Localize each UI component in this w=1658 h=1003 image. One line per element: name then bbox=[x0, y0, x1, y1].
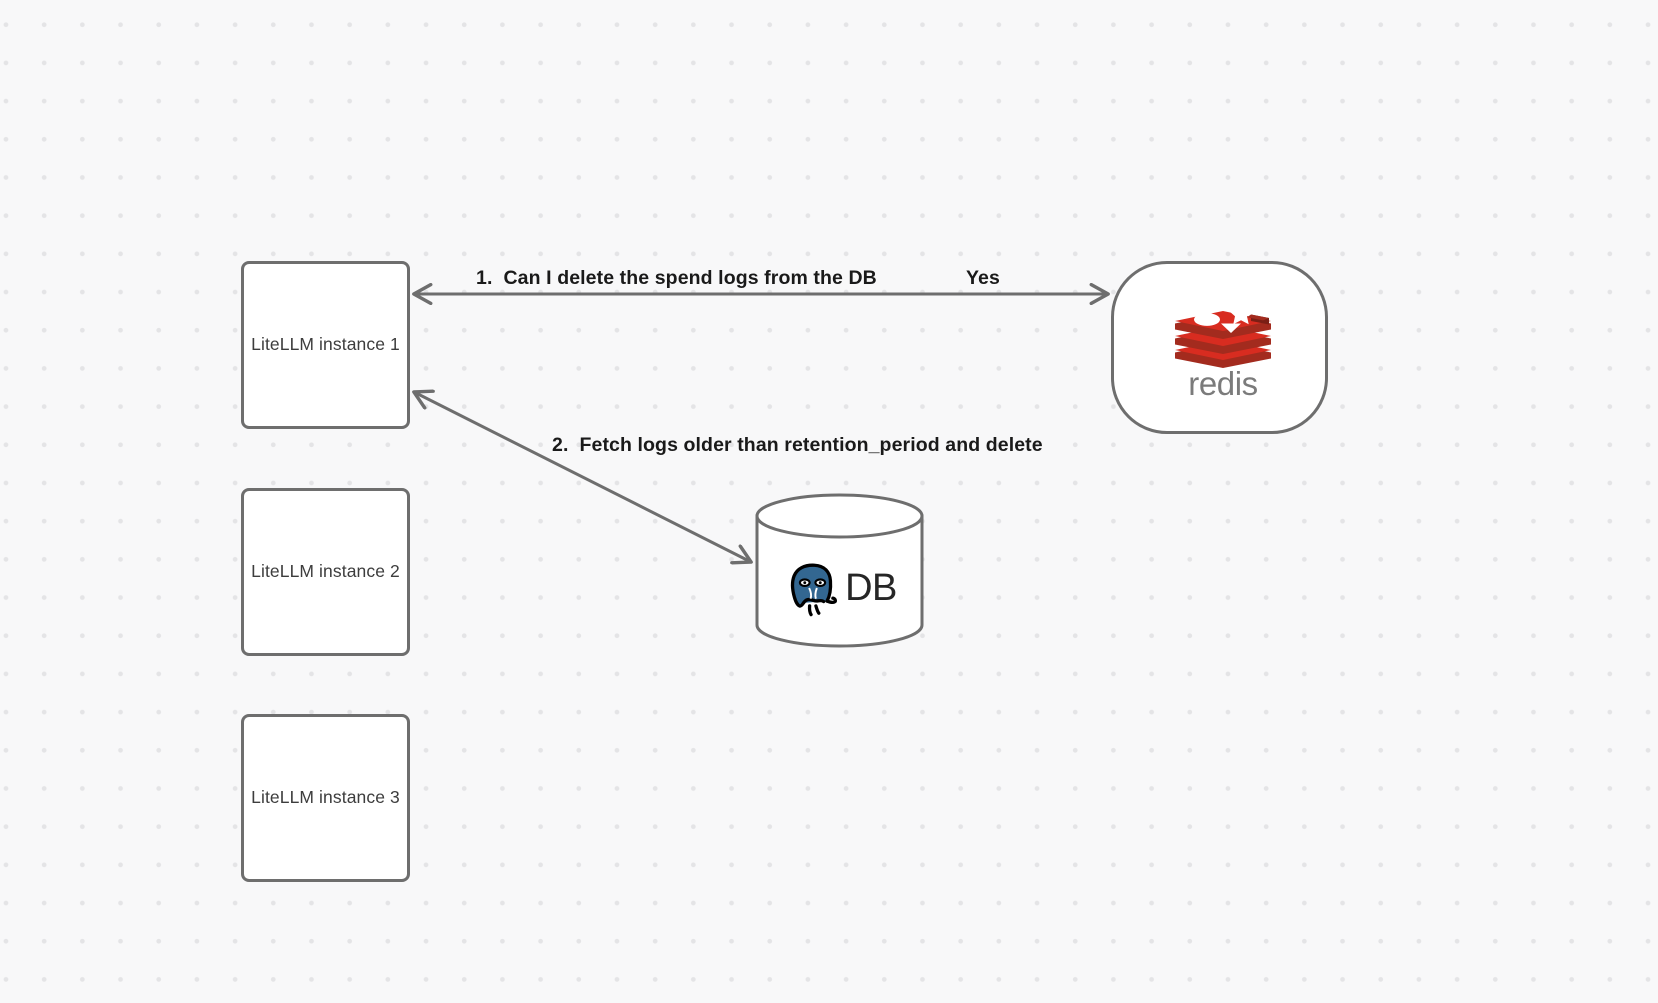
node-redis[interactable]: redis bbox=[1111, 261, 1328, 434]
postgresql-elephant-icon bbox=[791, 563, 838, 617]
database-label: DB bbox=[845, 567, 897, 609]
node-database[interactable]: DB bbox=[754, 492, 925, 649]
edge-label-1: 1. Can I delete the spend logs from the … bbox=[476, 267, 877, 289]
node-litellm-instance-1[interactable]: LiteLLM instance 1 bbox=[241, 261, 410, 429]
node-litellm-instance-3[interactable]: LiteLLM instance 3 bbox=[241, 714, 410, 882]
node-litellm-instance-2[interactable]: LiteLLM instance 2 bbox=[241, 488, 410, 656]
svg-text:redis: redis bbox=[1188, 366, 1258, 402]
node-label: LiteLLM instance 2 bbox=[251, 561, 400, 582]
redis-logo: redis bbox=[1163, 289, 1283, 407]
edge-label-2: 2. Fetch logs older than retention_perio… bbox=[552, 434, 1043, 456]
node-label: LiteLLM instance 3 bbox=[251, 787, 400, 808]
edge-label-1-reply: Yes bbox=[966, 267, 1000, 289]
redis-wordmark: redis bbox=[1188, 366, 1258, 402]
database-logo-row: DB bbox=[754, 555, 925, 621]
node-label: LiteLLM instance 1 bbox=[251, 334, 400, 355]
redis-stack-icon bbox=[1174, 302, 1271, 368]
edge-db-llm1 bbox=[414, 392, 751, 562]
cylinder-shape bbox=[755, 493, 924, 648]
